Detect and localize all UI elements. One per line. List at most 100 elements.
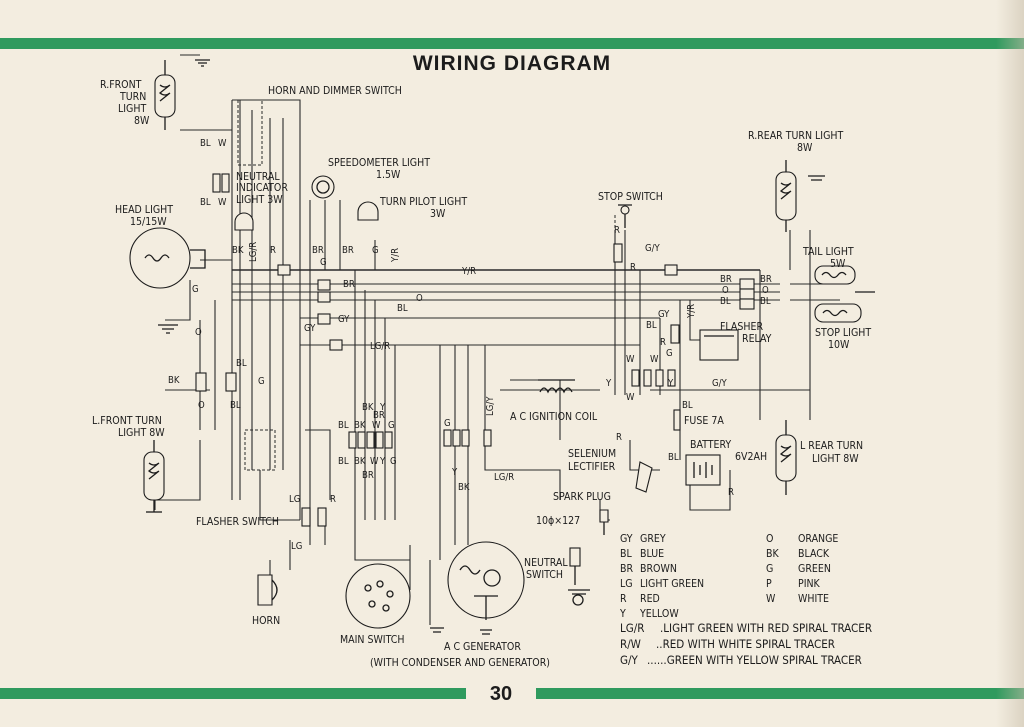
wire-label: W	[370, 456, 379, 467]
wire-label: LG/Y	[485, 396, 496, 416]
horn-label: HORN	[252, 615, 280, 627]
spark-plug	[599, 509, 609, 535]
fuse-label: FUSE 7A	[684, 415, 724, 427]
wire-label: Y	[451, 467, 458, 478]
legend-item: W	[766, 593, 776, 605]
legend-item: GY	[620, 533, 633, 545]
l-front-turn-light-bulb	[143, 440, 165, 513]
wire-label: Y/R	[461, 266, 476, 277]
legend-item: PINK	[798, 578, 821, 590]
stop-switch-label: STOP SWITCH	[598, 191, 663, 203]
neutral-indicator-label-2: INDICATOR	[236, 182, 288, 194]
wire-label: BK	[458, 482, 470, 493]
wire-label: G	[258, 376, 265, 387]
wire-label: W	[626, 392, 635, 403]
spark-plug-label-1: SPARK PLUG	[553, 491, 611, 503]
wire-label: R	[614, 225, 620, 236]
wire-label: W	[626, 354, 635, 365]
neutral-lamp	[234, 212, 254, 231]
wire-label: BR	[343, 279, 355, 290]
wire-label: R	[630, 262, 636, 273]
r-front-turn-label-4: 8W	[134, 115, 150, 127]
tracer-desc: ..RED WITH WHITE SPIRAL TRACER	[656, 637, 835, 651]
wire-label: R	[270, 245, 276, 256]
tracer-code: LG/R	[620, 621, 644, 635]
top-green-band	[0, 38, 1024, 49]
wire-label: G	[390, 456, 397, 467]
wire-label: BL	[338, 420, 349, 431]
tail-light-label-1: TAIL LIGHT	[802, 246, 854, 258]
stop-light-bulb	[814, 303, 862, 323]
harness-connectors	[195, 243, 755, 447]
battery-label-2: 6V2AH	[735, 451, 767, 463]
wire-label: LG	[291, 541, 302, 552]
tracer-desc: .LIGHT GREEN WITH RED SPIRAL TRACER	[660, 621, 872, 635]
legend-right: O ORANGE BK BLACK G GREEN P PINK W WHITE	[766, 533, 838, 605]
wire-label: Y	[605, 378, 612, 389]
wire-label: BR	[760, 274, 772, 285]
legend-item: GREY	[640, 533, 666, 545]
fuse	[673, 409, 681, 431]
wire-label: G	[444, 418, 451, 429]
stop-light-label-1: STOP LIGHT	[815, 327, 871, 339]
flasher-relay-label-1: FLASHER	[720, 321, 763, 333]
legend-item: Y	[619, 608, 626, 620]
wire-label: O	[198, 400, 205, 411]
turn-pilot-light-label-2: 3W	[430, 208, 446, 220]
wire-label: BK	[362, 402, 374, 413]
selenium-label-1: SELENIUM	[568, 448, 616, 460]
wire-label: W	[650, 354, 659, 365]
selenium-label-2: LECTIFIER	[568, 461, 616, 473]
wire-label: LG/R	[494, 472, 514, 483]
wire-label: G	[320, 257, 327, 268]
legend-item: O	[766, 533, 773, 545]
horn-dimmer-switch-label: HORN AND DIMMER SWITCH	[268, 85, 402, 97]
wire-label: BL	[230, 400, 241, 411]
wire-label: G	[192, 284, 199, 295]
r-front-turn-label-2: TURN	[119, 91, 146, 103]
flasher-switch-label: FLASHER SWITCH	[196, 516, 279, 528]
ac-ignition-coil-label: A C IGNITION COIL	[510, 411, 598, 423]
wire-label: BL	[682, 400, 693, 411]
main-switch-body	[345, 563, 444, 633]
flasher-relay-label-2: RELAY	[742, 333, 772, 345]
wire-label: Y	[667, 378, 674, 389]
wire-label: W	[372, 420, 381, 431]
legend-left: GY GREY BL BLUE BR BROWN LG LIGHT GREEN …	[619, 533, 704, 620]
legend-item: BLUE	[640, 548, 664, 560]
neutral-switch-label-1: NEUTRAL	[524, 557, 568, 569]
wire-label: R	[728, 487, 734, 498]
wire-label: BR	[720, 274, 732, 285]
wire-label: LG/R	[370, 341, 390, 352]
r-rear-turn-label-2: 8W	[797, 142, 813, 154]
tracer-code: G/Y	[620, 653, 639, 667]
ac-generator-label-2: (WITH CONDENSER AND GENERATOR)	[370, 657, 550, 669]
wire-label: G	[388, 420, 395, 431]
legend-item: BL	[620, 548, 632, 560]
legend-item: BROWN	[640, 563, 677, 575]
wire-label: BR	[312, 245, 324, 256]
main-switch-connector-row	[348, 431, 393, 449]
wire-label: R	[330, 494, 336, 505]
wire-label: G	[666, 348, 673, 359]
main-switch-label: MAIN SWITCH	[340, 634, 404, 646]
r-front-turn-label-1: R.FRONT	[100, 79, 142, 91]
legend-item: BK	[766, 548, 779, 560]
page-title: WIRING DIAGRAM	[412, 52, 612, 75]
stop-switch	[618, 204, 632, 228]
tracer-code: R/W	[620, 637, 641, 651]
rear-connector-row	[631, 369, 676, 387]
wire-label: G/Y	[712, 378, 728, 389]
wire-label: BL	[668, 452, 679, 463]
neutral-indicator-label-1: NEUTRAL	[236, 171, 280, 183]
head-light-label-1: HEAD LIGHT	[115, 204, 173, 216]
wire-label: GY	[338, 314, 350, 325]
wire-label: BR	[373, 410, 385, 421]
wire-label: G	[372, 245, 379, 256]
wire-label: O	[195, 327, 202, 338]
speedometer-light-label-2: 1.5W	[376, 169, 401, 181]
l-rear-turn-label-1: L REAR TURN	[800, 440, 863, 452]
neutral-indicator-label-3: LIGHT 3W	[236, 194, 283, 206]
wire-label: BK	[354, 420, 366, 431]
wire-label: Y/R	[686, 304, 697, 319]
